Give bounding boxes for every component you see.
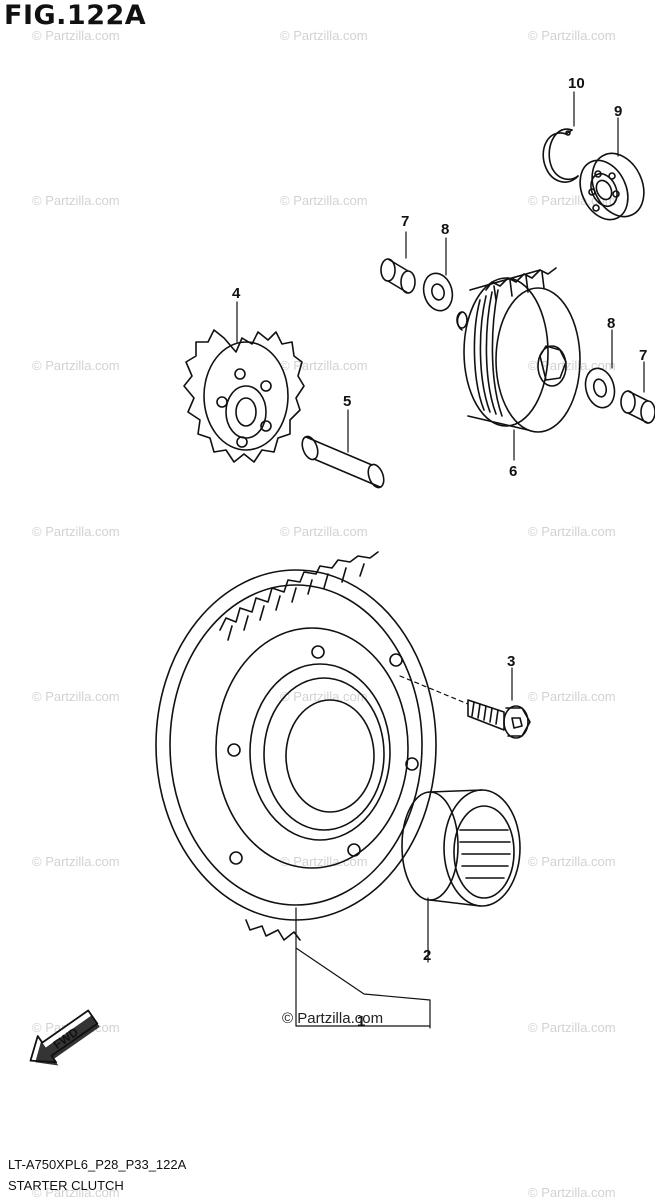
callout-4: 4 [232, 285, 241, 302]
watermark: © Partzilla.com [280, 689, 368, 704]
callout-8-upper: 8 [441, 221, 449, 238]
watermark: © Partzilla.com [32, 193, 120, 208]
watermark-center: © Partzilla.com [282, 1010, 384, 1027]
callout-2: 2 [423, 947, 431, 964]
callout-7-lower: 7 [639, 347, 647, 364]
watermark: © Partzilla.com [280, 193, 368, 208]
watermark: © Partzilla.com [280, 854, 368, 869]
callout-10: 10 [568, 75, 585, 92]
bolt-part-3 [467, 699, 531, 739]
watermark: © Partzilla.com [528, 689, 616, 704]
watermark: © Partzilla.com [32, 854, 120, 869]
watermark: © Partzilla.com [32, 358, 120, 373]
watermark: © Partzilla.com [32, 689, 120, 704]
bushing-part-7-upper [380, 258, 416, 294]
forward-arrow-icon: FWD [29, 1009, 100, 1066]
model-code: LT-A750XPL6_P28_P33_122A [8, 1157, 187, 1172]
bearing-part-9 [579, 152, 645, 221]
watermark: © Partzilla.com [528, 524, 616, 539]
watermark: © Partzilla.com [280, 524, 368, 539]
washer-part-8-upper [422, 272, 454, 312]
callout-5: 5 [343, 393, 351, 410]
figure-title: FIG.122A [4, 0, 147, 31]
starter-clutch-part-6 [456, 267, 581, 433]
callout-9: 9 [614, 103, 622, 120]
callout-1: 1 [357, 1013, 365, 1030]
watermark: © Partzilla.com [32, 28, 120, 43]
watermark: © Partzilla.com [528, 854, 616, 869]
callout-3: 3 [507, 653, 515, 670]
idle-gear-part-4 [183, 329, 305, 463]
watermark: © Partzilla.com [528, 1185, 616, 1200]
figure-caption: STARTER CLUTCH [8, 1178, 124, 1193]
watermark: © Partzilla.com [280, 28, 368, 43]
shaft-part-5 [301, 435, 385, 489]
leader-lines [236, 91, 645, 1029]
watermark: © Partzilla.com [528, 28, 616, 43]
circlip-part-10 [542, 128, 579, 183]
starter-driven-gear-part-1 [155, 551, 437, 941]
callout-6: 6 [509, 463, 517, 480]
watermark: © Partzilla.com [32, 524, 120, 539]
callout-8-lower: 8 [607, 315, 615, 332]
watermark: © Partzilla.com [32, 1185, 120, 1200]
needle-bearing-part-2 [401, 789, 521, 907]
callout-7-upper: 7 [401, 213, 409, 230]
washer-part-8-lower [584, 367, 616, 409]
bushing-part-7-lower [620, 390, 655, 424]
watermark: © Partzilla.com [528, 1020, 616, 1035]
